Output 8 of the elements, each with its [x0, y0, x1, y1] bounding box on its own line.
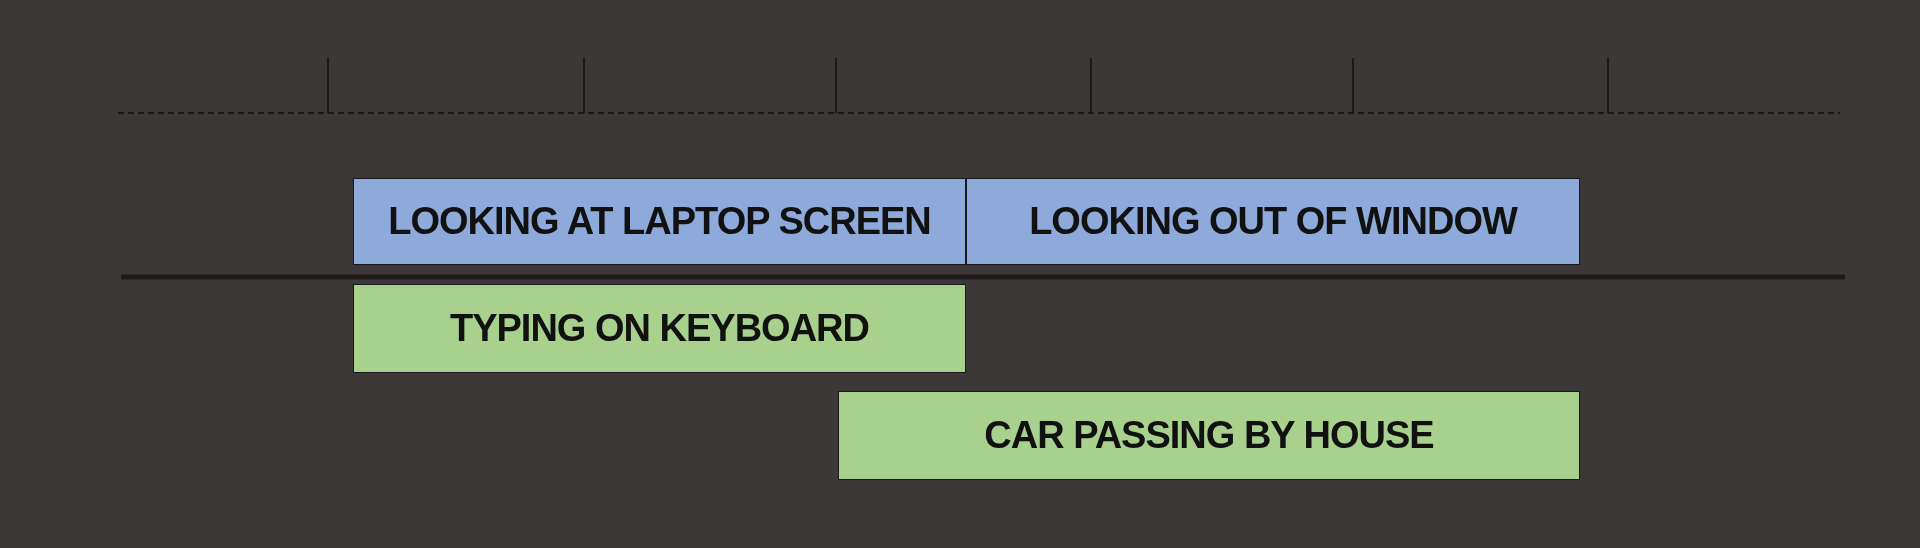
bar-label: CAR PASSING BY HOUSE	[984, 414, 1434, 457]
timeline-bar	[353, 178, 966, 265]
timeline-bar	[838, 391, 1580, 480]
bar-label: TYPING ON KEYBOARD	[449, 307, 869, 350]
bar-label: LOOKING OUT OF WINDOW	[1029, 200, 1517, 243]
bar-label: LOOKING AT LAPTOP SCREEN	[388, 200, 931, 243]
timeline-bar	[353, 284, 966, 373]
timeline-bar	[966, 178, 1580, 265]
